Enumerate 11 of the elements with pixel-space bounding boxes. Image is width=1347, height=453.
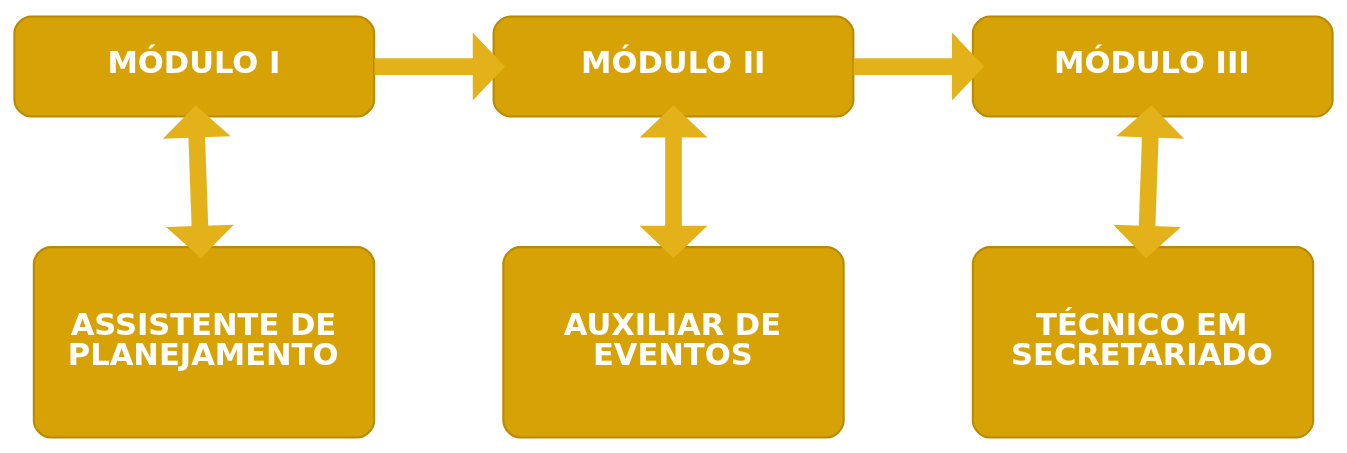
node-box: MÓDULO II [492, 15, 855, 118]
arrow [639, 104, 708, 258]
arrow [1113, 104, 1185, 258]
node-box: TÉCNICO EM SECRETARIADO [971, 245, 1315, 438]
arrow [374, 32, 506, 101]
node-box: AUXILIAR DE EVENTOS [502, 245, 845, 438]
node-box: MÓDULO III [971, 15, 1334, 118]
node-box: ASSISTENTE DE PLANEJAMENTO [32, 245, 376, 438]
node-box: MÓDULO I [13, 15, 376, 118]
arrow [853, 32, 985, 101]
arrow [162, 104, 234, 258]
